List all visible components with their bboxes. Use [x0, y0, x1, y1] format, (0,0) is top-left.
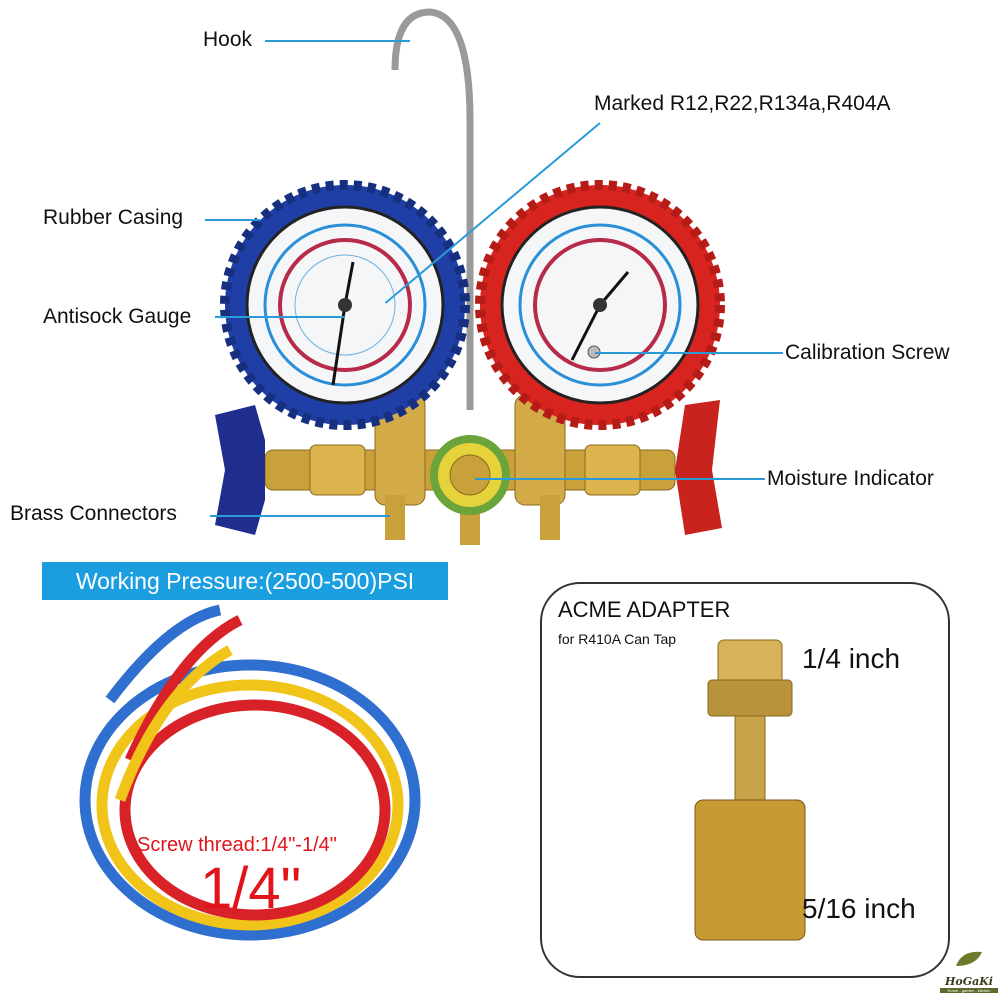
- label-calibration-screw: Calibration Screw: [785, 341, 950, 364]
- acme-adapter: [694, 639, 806, 941]
- adapter-subtitle: for R410A Can Tap: [558, 631, 677, 647]
- hogaki-logo: HoGaKi Home - garden - kitchen: [940, 948, 998, 993]
- high-pressure-gauge: [475, 180, 725, 430]
- logo-tagline: Home - garden - kitchen: [940, 988, 998, 993]
- hook: [391, 8, 474, 410]
- leader-line: [265, 40, 410, 42]
- leader-line: [595, 352, 783, 354]
- blue-knob: [215, 405, 265, 535]
- red-knob: [675, 400, 722, 535]
- label-marked-refrigerants: Marked R12,R22,R134a,R404A: [594, 92, 891, 115]
- screw-thread-text: Screw thread:1/4"-1/4": [137, 834, 337, 856]
- low-pressure-gauge: [220, 180, 470, 430]
- label-rubber-casing: Rubber Casing: [43, 206, 184, 229]
- adapter-top-size: 1/4 inch: [802, 643, 901, 674]
- leader-line: [210, 515, 390, 517]
- adapter-box: [540, 582, 950, 978]
- label-brass-connectors: Brass Connectors: [10, 502, 177, 525]
- hose-size-text: 1/4": [200, 856, 302, 921]
- logo-name: HoGaKi: [945, 975, 993, 988]
- leaf-house-icon: [956, 951, 982, 966]
- adapter-title: ACME ADAPTER: [558, 597, 731, 622]
- adapter-bottom-size: 5/16 inch: [802, 893, 916, 924]
- leader-line: [205, 219, 260, 221]
- label-hook: Hook: [203, 28, 253, 51]
- working-pressure-banner: Working Pressure:(2500-500)PSI: [42, 562, 448, 600]
- charging-hoses: [79, 604, 421, 941]
- label-moisture-indicator: Moisture Indicator: [767, 467, 934, 490]
- label-antishock-gauge: Antisock Gauge: [43, 305, 192, 328]
- leader-line: [475, 478, 765, 480]
- leader-line: [215, 316, 345, 318]
